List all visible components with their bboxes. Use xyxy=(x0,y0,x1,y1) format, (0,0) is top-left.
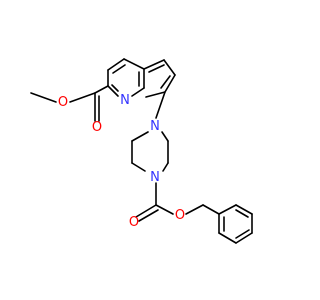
structure-canvas: O O N N N O O xyxy=(30,58,253,244)
atom-o-carbamate-ether: O xyxy=(175,208,185,223)
bond-o-carbonyl-c xyxy=(69,92,96,103)
bond-ph-5 xyxy=(235,204,253,215)
bond-ph-5-inner xyxy=(235,209,249,218)
atom-n-indolizine: N xyxy=(120,93,130,108)
bond-carbamate-c-o-double-a xyxy=(135,204,157,218)
bond-carbamate-c-o-double-b xyxy=(138,209,159,222)
bond-ph-2 xyxy=(218,232,237,244)
atom-o-ester-carbonyl: O xyxy=(92,120,102,135)
bond-ph-6 xyxy=(218,204,237,215)
bond-ring5-3 xyxy=(164,74,176,93)
bond-ring6-6-inner xyxy=(111,84,119,92)
bond-pip-5 xyxy=(161,131,169,142)
bond-pip-1 xyxy=(131,131,149,142)
bond-ch2-phenyl xyxy=(202,204,220,215)
bond-ring5-3-inner xyxy=(160,75,171,89)
bond-o-ch2 xyxy=(185,204,204,215)
atom-o-ester-ether: O xyxy=(58,95,68,110)
atom-o-carbamate-carbonyl: O xyxy=(129,215,139,230)
bond-ring6-2 xyxy=(107,58,125,71)
bond-ring5-1-inner xyxy=(148,64,165,73)
bond-ring6-6 xyxy=(107,85,119,97)
atom-n-piperazine-top: N xyxy=(150,119,160,134)
bond-pip-3 xyxy=(131,162,146,172)
bond-carbamate-c-o-single xyxy=(155,204,174,215)
atom-n-piperazine-bottom: N xyxy=(150,170,160,185)
bond-ring6-2-inner xyxy=(112,64,126,74)
bond-ester-c-ring xyxy=(94,85,109,94)
bond-ph-3 xyxy=(235,232,253,244)
bond-ring5-2 xyxy=(163,59,176,76)
bond-ph-3-inner xyxy=(235,229,250,239)
bond-ring6-3 xyxy=(123,58,145,70)
bond-ring6-5 xyxy=(131,87,145,97)
bond-ring5-4 xyxy=(145,91,166,98)
molecule-structure: O O N N N O O xyxy=(30,58,253,244)
bond-ring5-1 xyxy=(143,59,165,70)
bond-pip-6 xyxy=(162,162,169,172)
bond-methyl-o xyxy=(30,92,57,103)
bond-ring-to-piperazine xyxy=(155,91,166,119)
